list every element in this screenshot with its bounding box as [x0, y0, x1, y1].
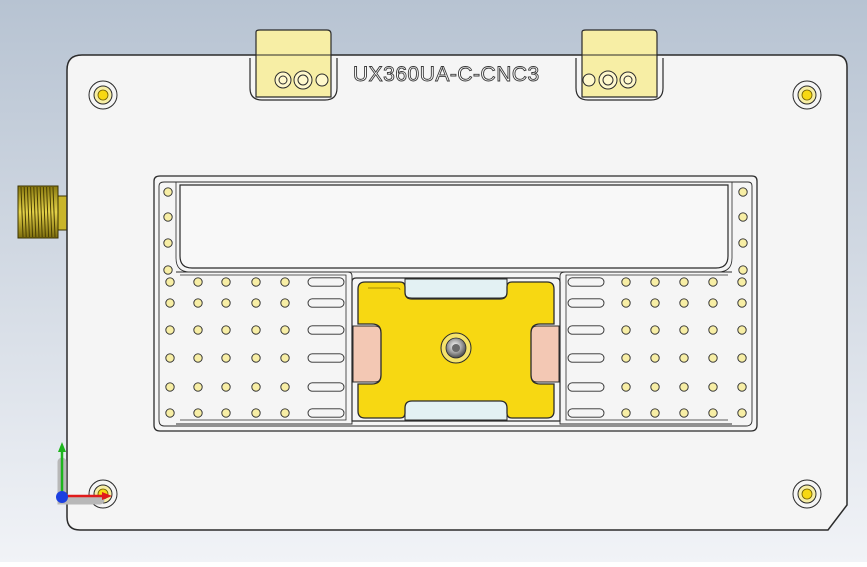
vacuum-hole	[165, 298, 175, 308]
vacuum-hole	[621, 353, 631, 363]
vacuum-hole	[650, 408, 660, 418]
vacuum-hole	[650, 325, 660, 335]
vacuum-slot	[307, 325, 345, 335]
vacuum-slot	[567, 382, 605, 392]
vacuum-hole	[221, 408, 231, 418]
vacuum-hole	[193, 408, 203, 418]
vacuum-hole	[193, 298, 203, 308]
vacuum-hole	[280, 353, 290, 363]
vacuum-hole	[280, 382, 290, 392]
vacuum-hole	[221, 298, 231, 308]
threaded-connector	[17, 185, 69, 239]
coordinate-triad[interactable]	[56, 442, 112, 505]
vacuum-hole	[738, 187, 748, 197]
hinge-tab-right	[575, 29, 664, 101]
vacuum-hole-array	[163, 187, 748, 418]
vacuum-slot	[567, 325, 605, 335]
vacuum-hole	[650, 277, 660, 287]
vacuum-hole	[193, 277, 203, 287]
vacuum-hole	[679, 353, 689, 363]
vacuum-hole	[165, 277, 175, 287]
vacuum-hole	[708, 325, 718, 335]
vacuum-slot	[307, 408, 345, 418]
vacuum-hole	[280, 277, 290, 287]
vacuum-hole	[193, 382, 203, 392]
vacuum-hole	[165, 325, 175, 335]
vacuum-hole	[621, 277, 631, 287]
vacuum-hole	[221, 325, 231, 335]
vacuum-hole	[221, 382, 231, 392]
vacuum-hole	[679, 298, 689, 308]
vacuum-hole	[737, 298, 747, 308]
vacuum-hole	[737, 277, 747, 287]
vacuum-hole	[621, 408, 631, 418]
vacuum-slot	[567, 298, 605, 308]
vacuum-hole	[708, 353, 718, 363]
vacuum-slot	[567, 408, 605, 418]
vacuum-hole	[708, 382, 718, 392]
vacuum-hole	[737, 408, 747, 418]
vacuum-hole	[679, 325, 689, 335]
vacuum-hole	[280, 408, 290, 418]
fixture-pocket	[153, 175, 758, 432]
vacuum-hole	[708, 298, 718, 308]
vacuum-hole	[650, 298, 660, 308]
vacuum-hole	[621, 298, 631, 308]
mounting-hole-top-right	[792, 80, 822, 110]
vacuum-slot	[567, 353, 605, 363]
mounting-hole-bottom-right	[792, 479, 822, 509]
vacuum-hole	[165, 408, 175, 418]
vacuum-hole	[621, 325, 631, 335]
vacuum-hole	[679, 277, 689, 287]
vacuum-hole	[737, 382, 747, 392]
vacuum-hole	[280, 325, 290, 335]
vacuum-slot	[307, 382, 345, 392]
vacuum-slot	[307, 353, 345, 363]
vacuum-hole	[163, 238, 173, 248]
vacuum-hole	[251, 298, 261, 308]
vacuum-hole	[280, 298, 290, 308]
vacuum-hole	[165, 382, 175, 392]
mounting-hole-top-left	[88, 80, 118, 110]
vacuum-hole	[737, 353, 747, 363]
vacuum-hole	[193, 325, 203, 335]
vacuum-hole	[251, 408, 261, 418]
vacuum-hole	[679, 408, 689, 418]
vacuum-hole	[163, 212, 173, 222]
vacuum-hole	[737, 325, 747, 335]
vacuum-hole	[738, 265, 748, 275]
vacuum-hole	[221, 277, 231, 287]
hinge-tab-left	[249, 29, 338, 101]
vacuum-hole	[163, 265, 173, 275]
z-axis-icon	[56, 491, 68, 503]
center-clamp	[352, 278, 560, 421]
vacuum-slot	[307, 277, 345, 287]
vacuum-hole	[165, 353, 175, 363]
vacuum-hole	[650, 353, 660, 363]
vacuum-hole	[708, 277, 718, 287]
vacuum-slot	[567, 277, 605, 287]
vacuum-slot	[307, 298, 345, 308]
vacuum-hole	[679, 382, 689, 392]
vacuum-hole	[221, 353, 231, 363]
vacuum-hole	[621, 382, 631, 392]
vacuum-hole	[738, 238, 748, 248]
vacuum-hole	[163, 187, 173, 197]
vacuum-hole	[251, 353, 261, 363]
vacuum-hole	[193, 353, 203, 363]
engraving-text: UX360UA-C-CNC3	[353, 63, 540, 86]
vacuum-hole	[251, 325, 261, 335]
vacuum-hole	[251, 277, 261, 287]
vacuum-hole	[738, 212, 748, 222]
vacuum-hole	[650, 382, 660, 392]
vacuum-hole	[708, 408, 718, 418]
vacuum-hole	[251, 382, 261, 392]
